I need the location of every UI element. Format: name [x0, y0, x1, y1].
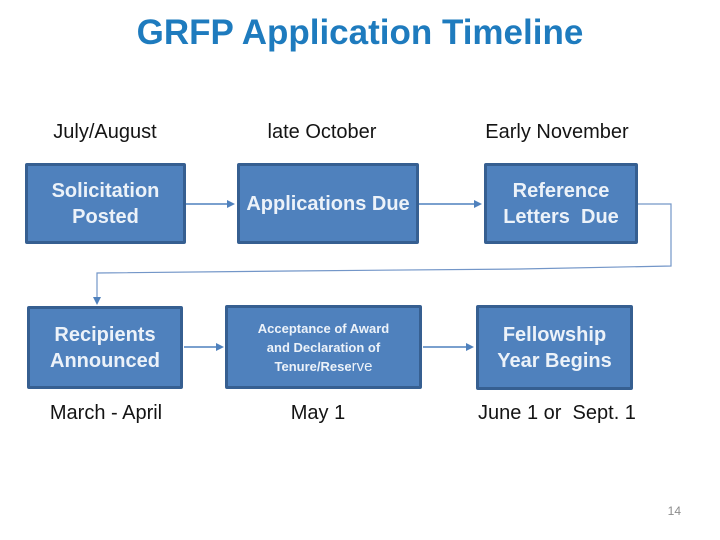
box-text-line: Tenure/Reserve [275, 357, 373, 376]
box-text-line: Announced [50, 349, 160, 372]
date-label-late-october: late October [267, 121, 377, 143]
date-label-july-august: July/August [53, 121, 157, 143]
slide-title: GRFP Application Timeline [136, 13, 584, 52]
box-text-line: Posted [72, 205, 139, 228]
flow-box-applications-due: Applications Due [237, 163, 419, 244]
box-text-line: Applications Due [246, 192, 410, 215]
flow-box-acceptance-of-award: Acceptance of Award and Declaration of T… [225, 305, 422, 389]
arrow-acceptance-to-fellowship [423, 343, 474, 351]
arrow-applications-to-reference [419, 200, 482, 208]
flow-box-recipients-announced: Recipients Announced [27, 306, 183, 389]
date-label-june-1-or-sept-1: June 1 or Sept. 1 [478, 402, 636, 424]
box-text-segment: rve [351, 357, 373, 375]
flow-box-fellowship-year-begins: Fellowship Year Begins [476, 305, 633, 390]
box-text-line: Year Begins [497, 349, 612, 372]
arrow-solicitation-to-applications [186, 200, 235, 208]
box-text-segment: Tenure/Rese [274, 358, 352, 374]
flow-box-solicitation-posted: Solicitation Posted [25, 163, 186, 244]
page-number: 14 [667, 504, 681, 518]
arrow-recipients-to-acceptance [184, 343, 224, 351]
date-label-may-1: May 1 [290, 402, 346, 424]
box-text-line: Recipients [54, 323, 156, 346]
date-label-march-april: March - April [49, 402, 163, 424]
flow-box-reference-letters-due: Reference Letters Due [484, 163, 638, 244]
box-text-line: and Declaration of [266, 339, 381, 355]
box-text-line: Solicitation [51, 179, 160, 202]
box-text-line: Reference [512, 179, 610, 202]
date-label-early-november: Early November [485, 121, 629, 143]
box-text-line: Letters Due [503, 205, 619, 228]
box-text-line: Acceptance of Award [257, 320, 390, 336]
box-text-line: Fellowship [502, 323, 607, 346]
